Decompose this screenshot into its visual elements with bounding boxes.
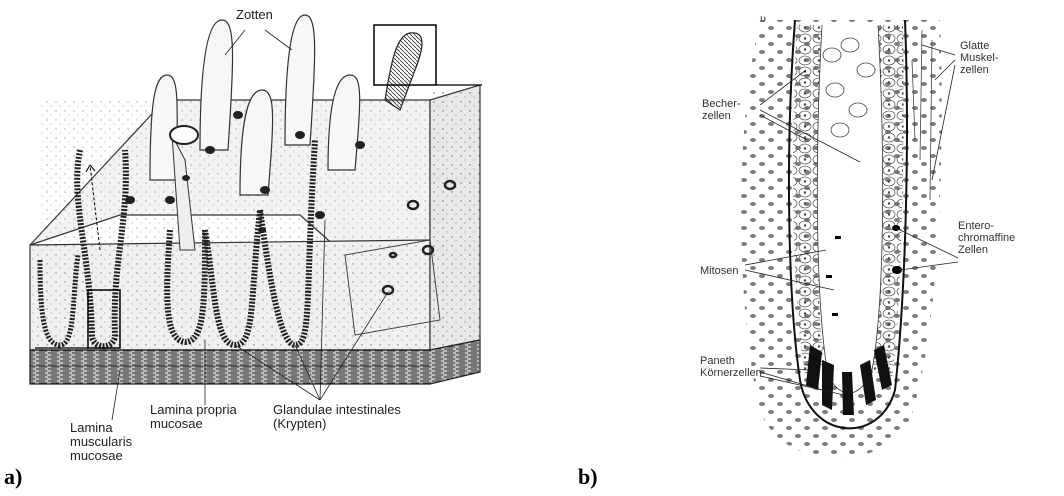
villus	[200, 20, 233, 150]
label-zotten: Zotten	[236, 8, 273, 22]
panel-a-intestinal-wall-diagram: Zotten Lamina propria mucosae Glandulae …	[0, 0, 520, 496]
label-lamina-muscularis: Lamina muscularis mucosae	[70, 421, 132, 463]
label-enterochromaffine-zellen: Entero- chromaffine Zellen	[958, 220, 1015, 256]
label-glandulae-intestinales: Glandulae intestinales (Krypten)	[273, 403, 401, 431]
label-lamina-propria: Lamina propria mucosae	[150, 403, 237, 431]
mucosa-top-texture	[40, 100, 430, 250]
label-mitosen: Mitosen	[700, 265, 739, 277]
panel-b-crypt-section: υ Becher- zellen Glatte Muskel- zellen E…	[560, 0, 1064, 496]
villus	[328, 75, 360, 170]
villus	[150, 75, 177, 180]
panel-b-tag: b)	[578, 464, 598, 490]
villus	[285, 15, 315, 145]
crypt-lumen	[817, 25, 882, 393]
villus-highlighted	[385, 33, 422, 110]
villus-cross-section	[170, 126, 198, 144]
panel-b-top-mark: υ	[760, 11, 766, 25]
label-paneth-koernerzellen: Paneth Körnerzellen	[700, 355, 762, 379]
label-glatte-muskelzellen: Glatte Muskel- zellen	[960, 40, 999, 76]
label-becherzellen: Becher- zellen	[702, 98, 741, 122]
panel-a-tag: a)	[4, 464, 22, 490]
